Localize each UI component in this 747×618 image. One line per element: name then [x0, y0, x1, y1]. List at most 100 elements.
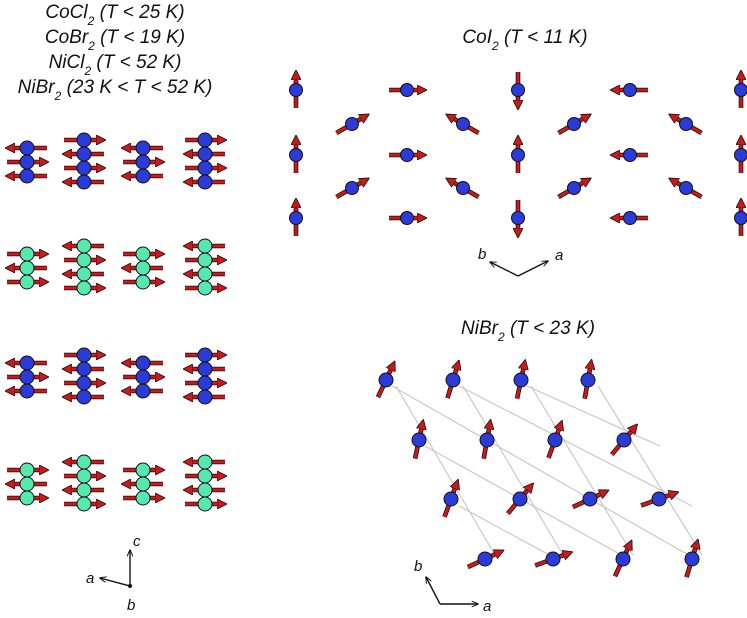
atom [135, 490, 151, 506]
nibr2-spin [546, 429, 562, 459]
coi2-spin [453, 181, 480, 199]
coi2-spin [676, 118, 703, 135]
title-cobr2: CoBr2 (T < 19 K) [45, 27, 185, 53]
left-axis-a-label: a [86, 570, 94, 587]
layered-spin [123, 274, 156, 290]
coi2-spin [335, 182, 361, 199]
layered-spin [130, 260, 163, 276]
atom [197, 266, 213, 282]
atom [197, 482, 213, 498]
nibr2-spin [612, 548, 630, 578]
layered-spin [14, 260, 47, 276]
atom [19, 476, 35, 492]
layered-spin [123, 490, 156, 506]
left-title-block: CoCl2 (T < 25 K) CoBr2 (T < 19 K) NiCl2 … [18, 2, 213, 103]
b-axis-origin [128, 584, 132, 588]
layered-spin [130, 476, 163, 492]
coi2-spin [389, 83, 418, 97]
nibr2-b-axis-arrow [426, 577, 441, 605]
atom [567, 117, 581, 131]
atom [76, 375, 92, 391]
atom [456, 181, 470, 195]
coi2-spin [619, 83, 648, 97]
atom [197, 160, 213, 176]
title-nicl2: NiCl2 (T < 52 K) [49, 52, 182, 78]
nibr2-axis-a-label: a [483, 598, 491, 615]
atom [511, 83, 525, 97]
atom [76, 496, 92, 512]
layered-spin [71, 454, 104, 470]
nibr2-axes: b a [414, 558, 491, 615]
layered-spin [192, 361, 225, 377]
atom [545, 551, 561, 567]
atom [135, 274, 151, 290]
atom [456, 117, 470, 131]
layered-spin [14, 140, 47, 156]
layered-spin [123, 369, 156, 385]
layered-spin [14, 355, 47, 371]
atom [197, 361, 213, 377]
atom [378, 372, 394, 388]
layered-spin [64, 468, 97, 484]
layered-spin [192, 482, 225, 498]
nibr2-spin [445, 369, 461, 399]
atom [135, 383, 151, 399]
atom [445, 372, 461, 388]
lattice-line [395, 385, 496, 556]
layered-spin [185, 347, 218, 363]
atom [197, 238, 213, 254]
layered-spin [130, 355, 163, 371]
coi2-spin [619, 148, 648, 162]
coi2-spin [289, 207, 303, 236]
coi2-a-axis-arrow [517, 261, 548, 277]
atom [135, 168, 151, 184]
layered-spin [71, 266, 104, 282]
left-axis-c-label: c [133, 533, 141, 550]
atom [135, 154, 151, 170]
layered-spin [64, 160, 97, 176]
atom [76, 389, 92, 405]
atom [400, 148, 414, 162]
layered-spin [64, 496, 97, 512]
nibr2-structure-panel [375, 368, 699, 578]
atom [651, 491, 667, 507]
atom [135, 462, 151, 478]
coi2-axes: b a [478, 246, 563, 277]
atom [289, 148, 303, 162]
layered-spin [71, 238, 104, 254]
atom [734, 83, 747, 97]
atom [76, 454, 92, 470]
title-nibr2-mid: NiBr2 (23 K < T < 52 K) [18, 77, 213, 103]
nibr2-spin [411, 428, 426, 460]
coi2-spin [453, 117, 480, 135]
nibr2-spin [506, 490, 528, 516]
title-coi2: CoI2 (T < 11 K) [462, 27, 587, 53]
atom [76, 482, 92, 498]
layered-spin [130, 383, 163, 399]
coi2-spin [511, 200, 525, 229]
nibr2-spin [610, 431, 632, 457]
atom [400, 83, 414, 97]
atom [513, 372, 529, 388]
atom [197, 375, 213, 391]
atom [289, 83, 303, 97]
coi2-spin [389, 148, 418, 162]
atom [197, 132, 213, 148]
atom [623, 211, 637, 225]
layered-spin [192, 389, 225, 405]
layered-spin [7, 490, 40, 506]
coi2-spin [557, 117, 583, 135]
lattice-line [458, 505, 554, 558]
layered-structure-panel [7, 132, 225, 512]
atom [76, 160, 92, 176]
atom [734, 148, 747, 162]
atom [19, 462, 35, 478]
layered-spin [64, 132, 97, 148]
atom [197, 454, 213, 470]
coi2-spin [676, 182, 703, 199]
coi2-spin [734, 207, 747, 236]
atom [76, 238, 92, 254]
atom [19, 168, 35, 184]
coi2-spin [557, 182, 583, 199]
atom [19, 260, 35, 276]
